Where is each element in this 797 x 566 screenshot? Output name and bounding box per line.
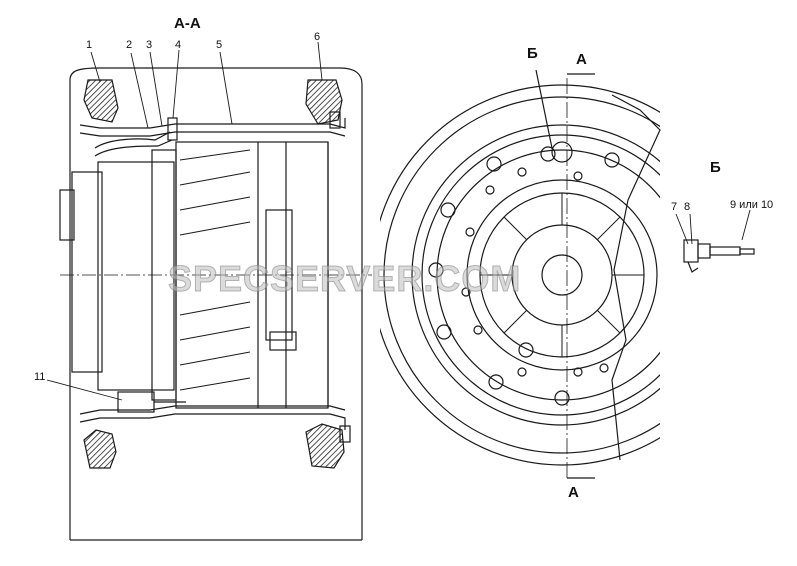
section-marker-bottom: А: [568, 484, 579, 501]
callout-4: 4: [175, 39, 182, 51]
valve-detail-b: [551, 141, 573, 163]
hub-flange-circle: [466, 179, 658, 371]
valve-cap: [683, 239, 699, 263]
hub-nut: [269, 331, 297, 351]
wheel-bolts: [428, 146, 620, 406]
section-view-a-a: [59, 67, 372, 541]
callout-2: 2: [126, 39, 133, 51]
view-marker: Б: [527, 45, 538, 62]
rim-circle: [411, 124, 660, 426]
tire-outer-circle: [380, 84, 660, 466]
bead-section-bottom-right: [305, 423, 345, 469]
bead-section-top-left: [83, 79, 119, 123]
callout-8: 8: [684, 201, 691, 213]
rim-inner-circle: [421, 134, 660, 416]
drum-fins: [179, 149, 251, 391]
stud-bottom-right: [339, 425, 351, 443]
stud-top-right: [329, 111, 341, 129]
callout-6: 6: [314, 31, 321, 43]
valve-tip: [739, 248, 755, 255]
hub-flange-outer: [71, 171, 103, 373]
hub-shaft-block: [265, 209, 293, 341]
rim-lower: [79, 413, 346, 430]
watermark-text: SPECSERVER.COM: [167, 258, 522, 300]
rim-upper: [79, 118, 346, 129]
bead-section-top-right: [305, 79, 343, 125]
bolt-4: [167, 117, 178, 141]
tire-outline: [69, 67, 363, 540]
stud-left: [59, 189, 75, 241]
wheel-face-view: [380, 69, 661, 480]
hub-body: [97, 161, 175, 391]
callout-11: 11: [34, 371, 46, 383]
valve-body: [94, 131, 171, 149]
view-b-leader: [535, 69, 553, 149]
view-b-title: Б: [710, 159, 721, 176]
valve-clip: [687, 261, 699, 273]
callout-5: 5: [216, 39, 223, 51]
section-title: А-А: [174, 15, 201, 32]
disc-circle: [436, 149, 660, 401]
callout-leaders: [46, 41, 751, 401]
valve-nut: [697, 243, 711, 259]
hub-core-circle: [541, 254, 583, 296]
callout-9-or-10: 9 или 10: [730, 199, 774, 211]
cutaway-edge: [611, 94, 661, 461]
section-marker-top: А: [576, 51, 587, 68]
bead-section-bottom-left: [83, 429, 117, 469]
callout-3: 3: [146, 39, 153, 51]
rim-lower-inner: [79, 405, 346, 415]
callout-1: 1: [86, 39, 93, 51]
callout-7: 7: [671, 201, 678, 213]
hub-spokes: [480, 193, 644, 357]
valve-stem: [94, 139, 173, 157]
detail-view-b: [683, 239, 755, 273]
tire-tread-circle: [383, 96, 660, 454]
rim-upper-inner: [79, 131, 346, 137]
valve-extension: [709, 246, 741, 256]
bolt-11: [117, 391, 155, 413]
